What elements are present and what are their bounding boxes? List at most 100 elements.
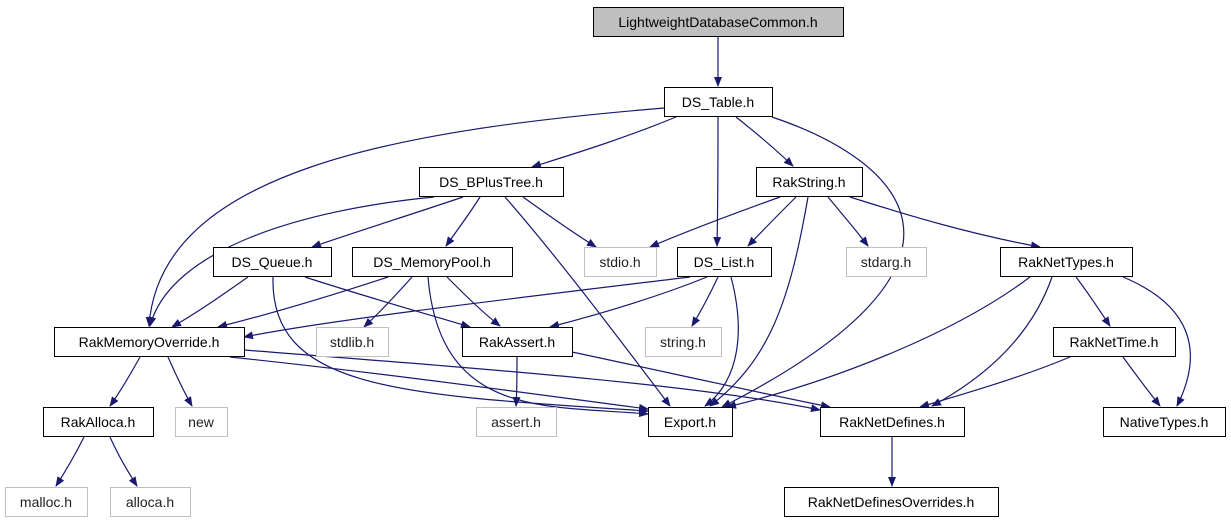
node-box <box>175 407 228 437</box>
edges-layer <box>55 37 1191 487</box>
node-string: string.h <box>645 327 722 357</box>
node-assert: assert.h <box>476 407 557 437</box>
node-label: alloca.h <box>126 494 174 510</box>
edge-mempool-to-stdlib <box>363 276 413 328</box>
node-box <box>462 327 573 357</box>
edge-rakmem-to-new <box>167 356 193 407</box>
node-rakalloca[interactable]: RakAlloca.h <box>43 407 154 437</box>
edge-rakalloca-to-malloc <box>55 436 85 487</box>
node-bplus[interactable]: DS_BPlusTree.h <box>419 167 564 197</box>
edge-raknettime-to-raknetdefines <box>919 356 1071 409</box>
node-label: DS_Table.h <box>682 94 754 110</box>
edge-rakalloca-to-alloca <box>109 436 138 487</box>
node-nativetypes[interactable]: NativeTypes.h <box>1103 407 1226 437</box>
node-box <box>110 487 191 517</box>
edge-rakstring-to-export <box>709 196 809 407</box>
node-box <box>584 247 657 277</box>
node-label: RakAssert.h <box>479 334 555 350</box>
node-box <box>664 87 773 117</box>
node-box <box>1000 247 1133 277</box>
edge-queue-to-export <box>272 276 649 415</box>
edge-queue-to-rakassert <box>304 276 471 329</box>
edge-bplus-to-mempool <box>445 196 481 247</box>
node-stdio: stdio.h <box>584 247 657 277</box>
node-malloc: malloc.h <box>5 487 88 517</box>
edge-raknettypes-to-raknetdefines <box>931 276 1053 407</box>
node-box <box>1053 327 1176 357</box>
node-box <box>476 407 557 437</box>
node-box <box>1103 407 1226 437</box>
edge-bplus-to-queue <box>311 196 464 248</box>
node-box <box>213 247 332 277</box>
node-list[interactable]: DS_List.h <box>677 247 772 277</box>
edge-raknettypes-to-nativetypes <box>1122 276 1191 407</box>
edge-rakstring-to-stdarg <box>827 196 869 247</box>
edge-list-to-export <box>704 276 739 407</box>
node-label: DS_Queue.h <box>232 254 313 270</box>
node-label: stdarg.h <box>861 254 912 270</box>
edge-rakstring-to-list <box>747 196 797 247</box>
node-box <box>677 247 772 277</box>
edge-rakstring-to-stdio <box>649 196 781 248</box>
node-dstable[interactable]: DS_Table.h <box>664 87 773 117</box>
node-definesoverrides[interactable]: RakNetDefinesOverrides.h <box>784 487 999 517</box>
node-label: Export.h <box>664 414 716 430</box>
node-box <box>419 167 564 197</box>
node-label: DS_List.h <box>694 254 755 270</box>
node-label: DS_BPlusTree.h <box>439 174 543 190</box>
edge-raknettypes-to-raknettime <box>1075 276 1111 327</box>
edge-list-to-rakmem <box>243 276 691 340</box>
node-box <box>784 487 999 517</box>
node-queue[interactable]: DS_Queue.h <box>213 247 332 277</box>
node-stdlib: stdlib.h <box>316 327 389 357</box>
edge-queue-to-rakmem <box>171 276 249 328</box>
edge-list-to-rakassert <box>549 276 708 329</box>
node-box <box>645 327 722 357</box>
node-new: new <box>175 407 228 437</box>
edge-dstable-to-export <box>721 116 905 408</box>
node-label: stdlib.h <box>330 334 374 350</box>
node-box <box>316 327 389 357</box>
edge-rakmem-to-export <box>229 356 649 412</box>
node-alloca: alloca.h <box>110 487 191 517</box>
node-raknettypes[interactable]: RakNetTypes.h <box>1000 247 1133 277</box>
node-mempool[interactable]: DS_MemoryPool.h <box>352 247 513 277</box>
node-label: LightweightDatabaseCommon.h <box>618 14 817 30</box>
node-stdarg: stdarg.h <box>846 247 927 277</box>
edge-dstable-to-bplus <box>531 116 677 169</box>
node-raknettime[interactable]: RakNetTime.h <box>1053 327 1176 357</box>
node-box <box>820 407 965 437</box>
node-label: RakMemoryOverride.h <box>79 334 220 350</box>
edge-rakmem-to-rakalloca <box>109 356 141 407</box>
node-box <box>756 167 863 197</box>
edge-rakassert-to-raknetdefines <box>571 351 831 410</box>
node-label: NativeTypes.h <box>1120 414 1209 430</box>
node-box <box>648 407 733 437</box>
edge-raknettime-to-nativetypes <box>1122 356 1161 407</box>
node-box <box>352 247 513 277</box>
edge-rakassert-to-assert <box>512 356 521 407</box>
node-label: stdio.h <box>599 254 640 270</box>
node-raknetdefines[interactable]: RakNetDefines.h <box>820 407 965 437</box>
edge-rakstring-to-raknettypes <box>849 196 1041 250</box>
node-ldc[interactable]: LightweightDatabaseCommon.h <box>593 7 844 37</box>
node-rakstring[interactable]: RakString.h <box>756 167 863 197</box>
edge-rakmem-to-raknetdefines <box>243 349 821 413</box>
node-rakmem[interactable]: RakMemoryOverride.h <box>54 327 245 357</box>
node-label: RakNetDefinesOverrides.h <box>808 494 975 510</box>
node-label: RakAlloca.h <box>61 414 136 430</box>
edge-bplus-to-rakmem <box>148 196 435 327</box>
node-label: RakNetTime.h <box>1070 334 1159 350</box>
node-label: DS_MemoryPool.h <box>373 254 491 270</box>
edge-dstable-to-rakstring <box>735 116 794 167</box>
nodes-layer: LightweightDatabaseCommon.hDS_Table.hDS_… <box>5 7 1226 517</box>
edge-bplus-to-stdio <box>522 196 597 248</box>
node-label: RakNetDefines.h <box>839 414 945 430</box>
node-rakassert[interactable]: RakAssert.h <box>462 327 573 357</box>
edge-dstable-to-rakmem <box>145 107 665 327</box>
node-box <box>846 247 927 277</box>
node-label: new <box>188 414 215 430</box>
node-label: malloc.h <box>20 494 72 510</box>
node-export[interactable]: Export.h <box>648 407 733 437</box>
